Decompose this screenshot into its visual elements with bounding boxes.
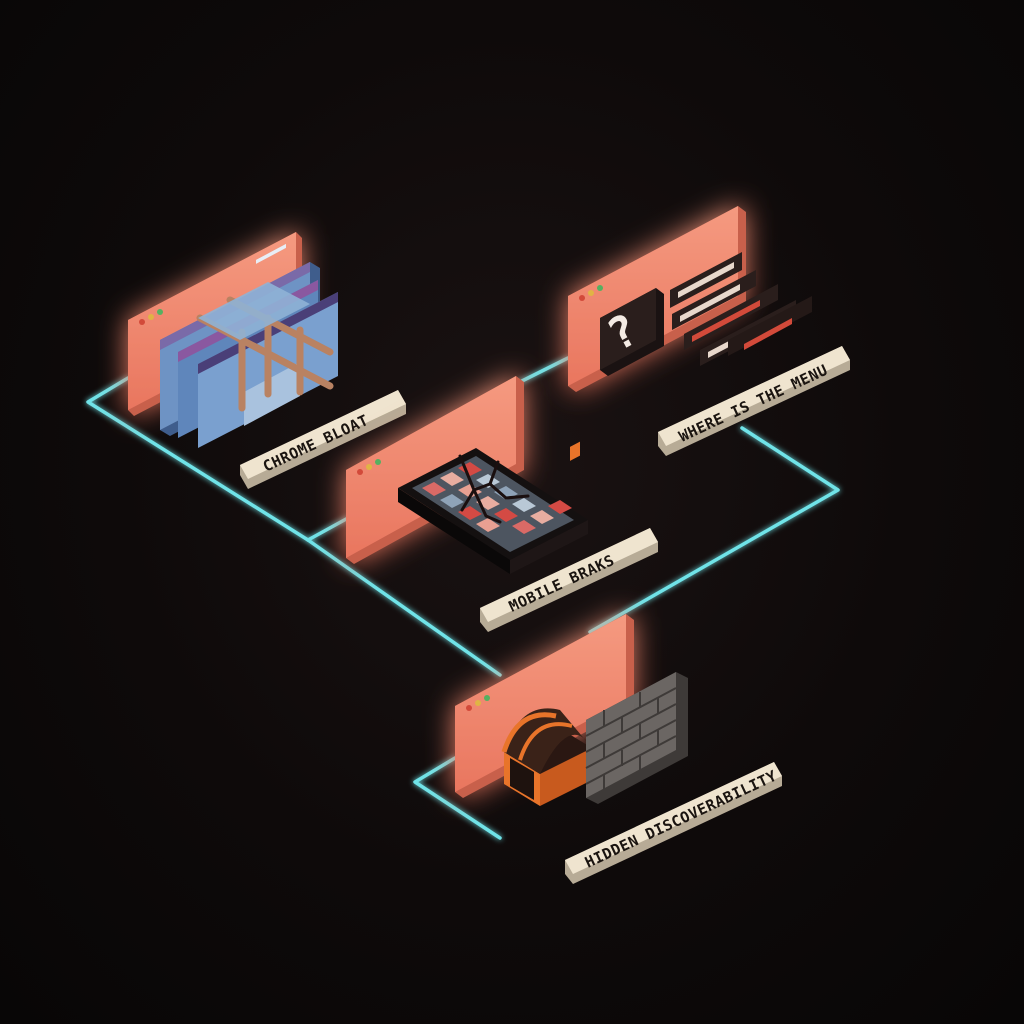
panel-window-dots	[139, 309, 163, 325]
hidden-menu-list-icon	[670, 252, 812, 366]
screen-crack-lines	[458, 454, 530, 524]
stacked-browser-windows-icon	[160, 243, 338, 448]
cracked-phone-icon	[398, 448, 588, 574]
connector-right-loop	[588, 426, 840, 634]
connector-to-mobile	[306, 516, 350, 542]
mobile-breaks-node: MOBILE BRAKS	[346, 376, 658, 632]
connector-lines	[86, 356, 840, 840]
chrome-bloat-node: CHROME BLOAT	[128, 232, 406, 489]
where-is-the-menu-node: ? WHERE IS THE MENU	[568, 206, 850, 456]
brick-mortar-lines	[585, 687, 677, 791]
connector-hidden-tail	[413, 756, 502, 840]
connector-left-spine	[86, 376, 502, 677]
connector-menu-to-mobile	[518, 356, 570, 384]
where-is-the-menu-label: WHERE IS THE MENU	[676, 361, 830, 446]
panel-window-dots	[466, 695, 490, 711]
hidden-discoverability-panel	[455, 614, 634, 798]
where-is-the-menu-label-card: WHERE IS THE MENU	[658, 346, 850, 456]
question-mark-menu-icon: ?	[599, 288, 664, 376]
panel-window-dots	[579, 285, 603, 301]
panel-window-dots	[357, 459, 381, 475]
brick-wall-icon	[585, 672, 688, 804]
treasure-chest-icon	[501, 441, 592, 806]
